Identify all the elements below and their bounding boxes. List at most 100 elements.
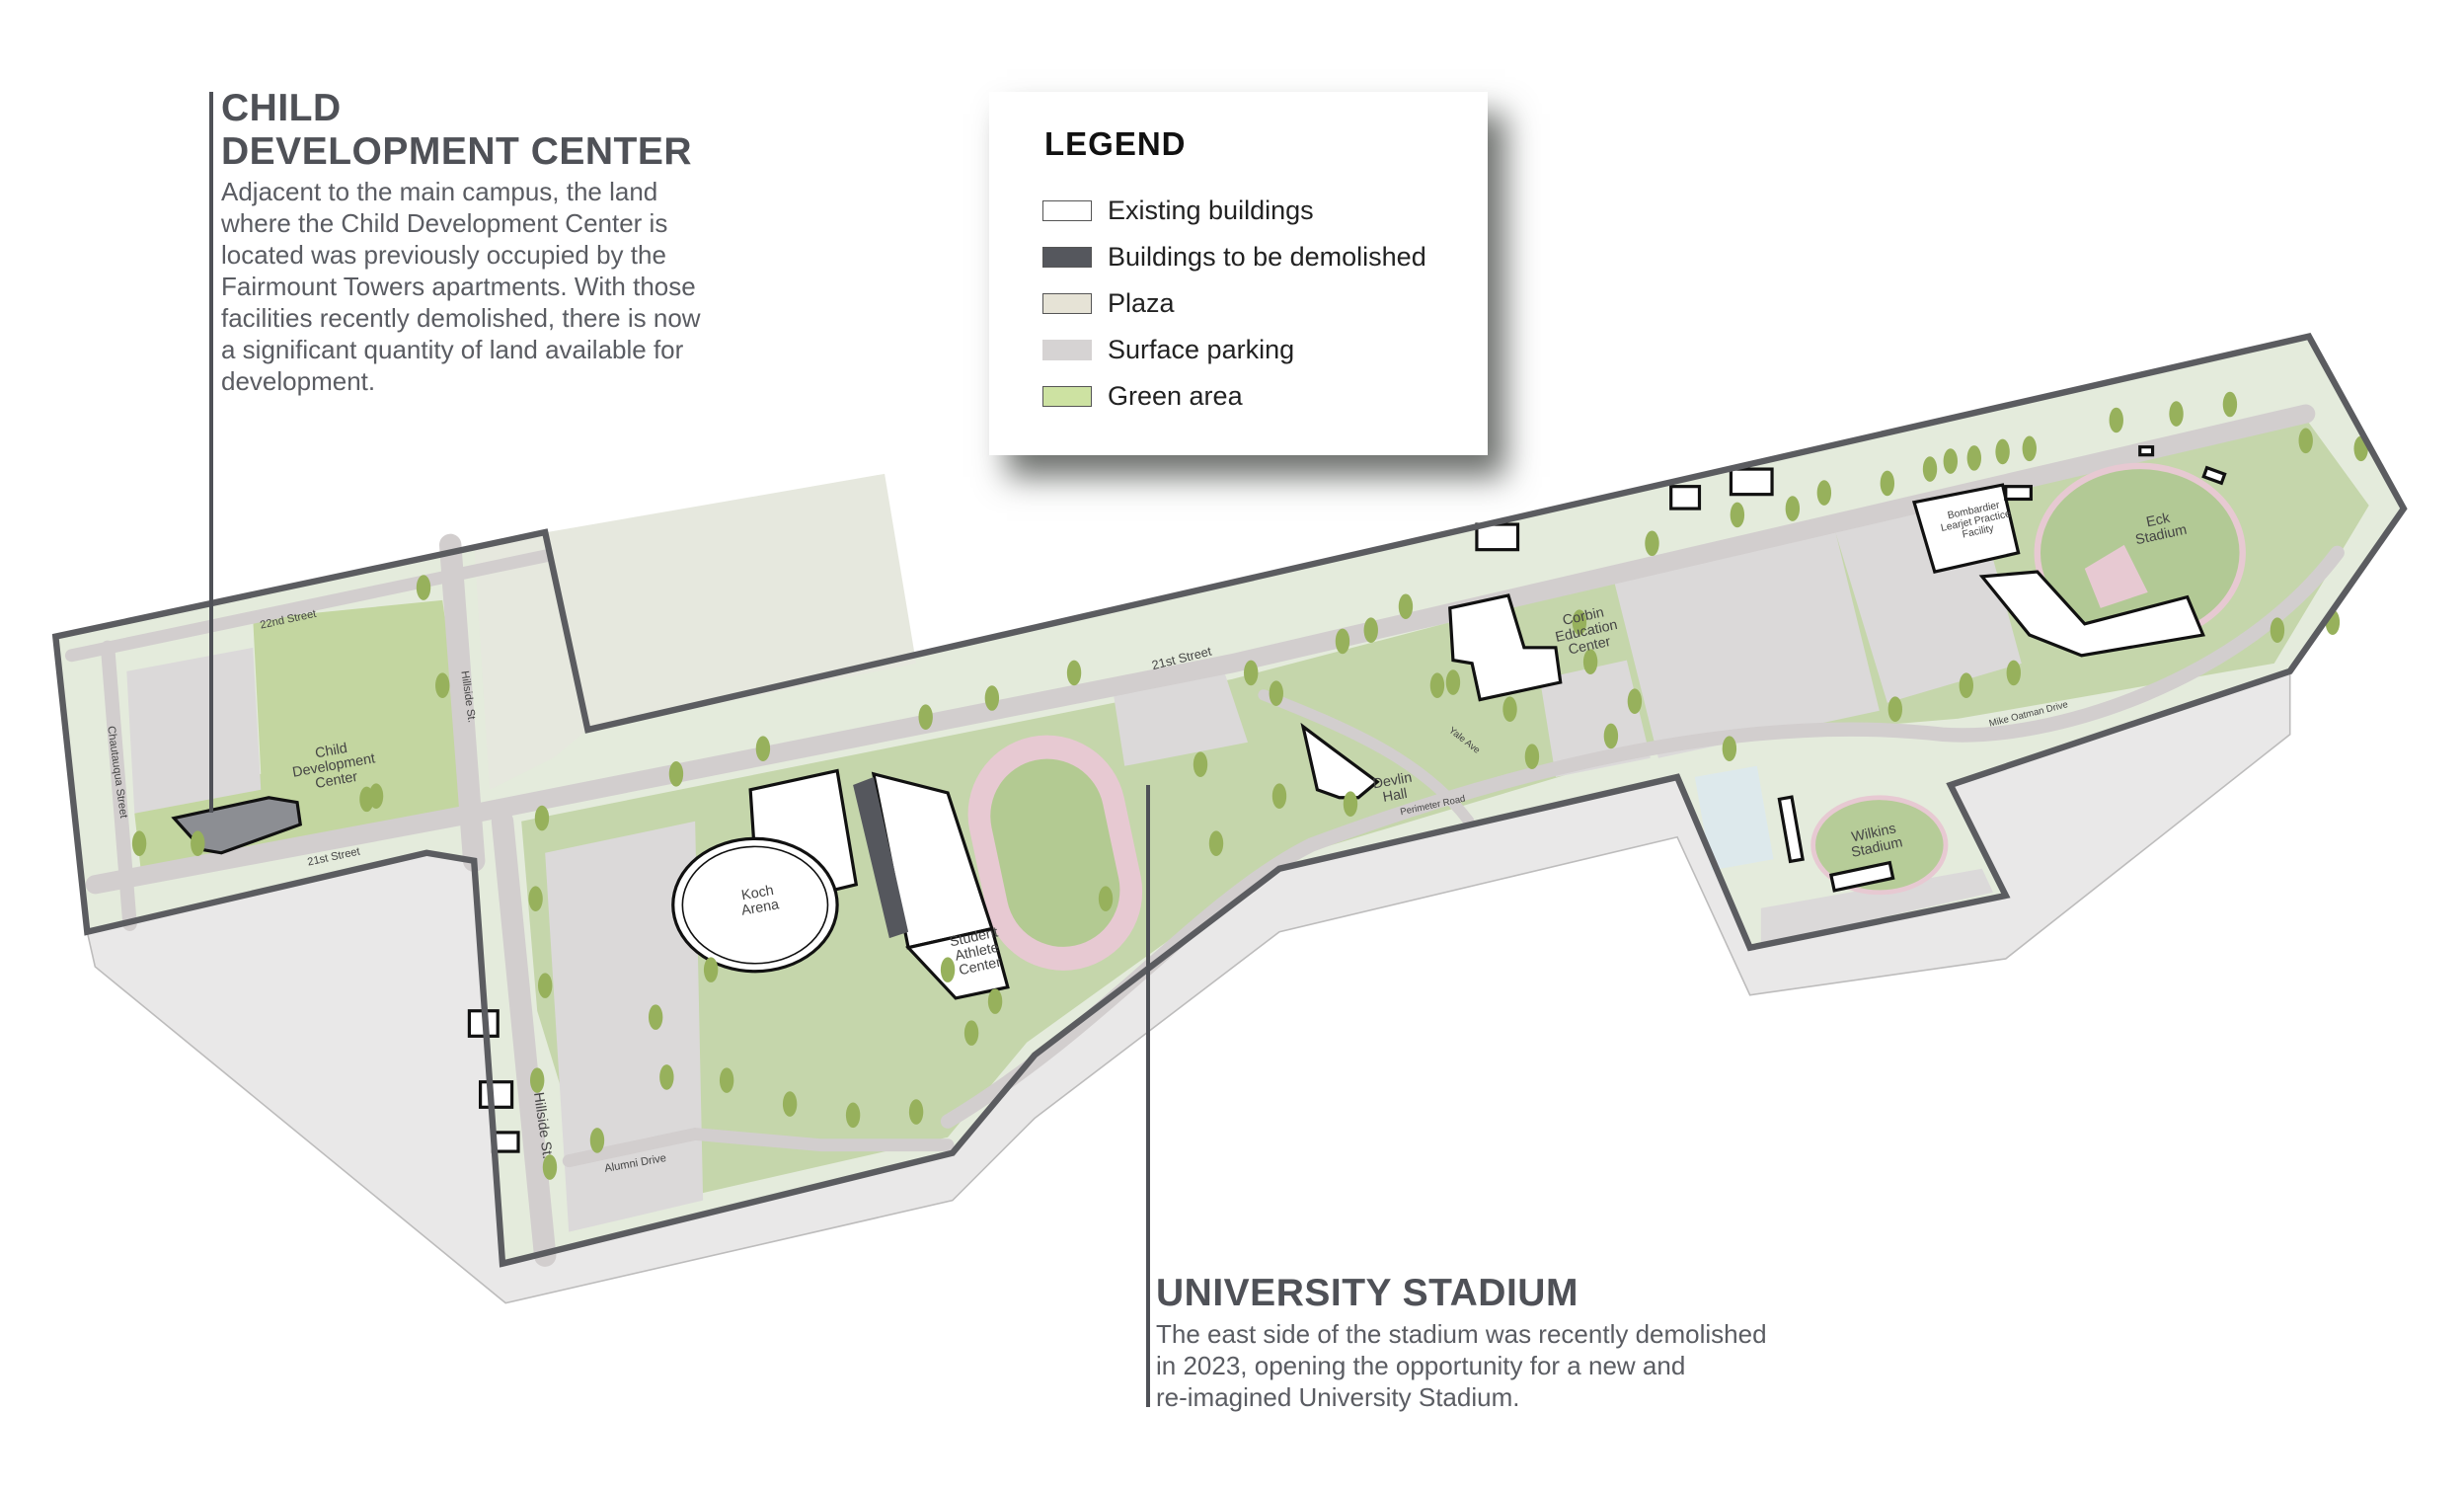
tree-icon (1398, 593, 1414, 620)
callout-body-line: where the Child Development Center is (221, 208, 668, 238)
tree-icon (918, 704, 933, 731)
legend-item: Plaza (1042, 283, 1175, 323)
legend-swatch (1042, 385, 1092, 407)
tree-icon (1887, 696, 1903, 723)
tree-icon (1730, 502, 1745, 528)
tree-icon (2222, 391, 2238, 418)
tree-icon (659, 1064, 674, 1090)
tree-icon (1363, 617, 1378, 644)
tree-icon (1271, 783, 1287, 809)
tree-icon (1243, 660, 1259, 686)
building-koch-arena (671, 836, 839, 974)
tree-icon (2022, 435, 2037, 462)
tree-icon (668, 760, 684, 787)
tree-icon (589, 1128, 605, 1153)
label-devlin-hall: DevlinHall (1371, 770, 1416, 808)
tree-icon (1785, 496, 1801, 521)
tree-icon (1922, 456, 1938, 482)
tree-icon (984, 685, 1000, 711)
tree-icon (1335, 628, 1350, 655)
tree-icon (1524, 744, 1540, 769)
legend-label: Plaza (1108, 287, 1175, 318)
tree-icon (131, 830, 147, 856)
tree-icon (1880, 470, 1895, 497)
tree-icon (1582, 649, 1598, 675)
tree-icon (1943, 448, 1959, 474)
building-corbin (1448, 593, 1563, 702)
tree-icon (908, 1099, 924, 1125)
tree-icon (940, 957, 956, 982)
legend-item: Existing buildings (1042, 191, 1314, 230)
label-line: Eck (2145, 510, 2173, 531)
label-line: Hall (1382, 786, 1409, 806)
tree-icon (845, 1102, 861, 1129)
tree-icon (1429, 672, 1445, 699)
legend-label: Buildings to be demolished (1108, 241, 1426, 272)
legend-label: Existing buildings (1108, 195, 1314, 225)
callout-title-child-development: CHILD DEVELOPMENT CENTER (221, 87, 692, 174)
callout-body-line: development. (221, 366, 376, 396)
callout-title-line: CHILD (221, 87, 342, 129)
legend-title: LEGEND (1044, 125, 1187, 162)
tree-icon (1959, 672, 1974, 699)
building-eck-grandstand (1978, 570, 2205, 658)
tree-icon (1966, 445, 1981, 471)
label-line: Devlin (1371, 770, 1413, 793)
tree-icon (963, 1020, 979, 1046)
label-line: Arena (740, 897, 781, 918)
tree-icon (2169, 401, 2184, 427)
tree-icon (703, 957, 719, 982)
tree-icon (1066, 660, 1082, 686)
label-line: Center (314, 769, 358, 792)
callout-body-line: Fairmount Towers apartments. With those (221, 272, 696, 301)
callout-body-university-stadium: The east side of the stadium was recentl… (1156, 1318, 1767, 1413)
legend-swatch (1042, 246, 1092, 268)
tree-icon (542, 1154, 558, 1180)
legend-item: Green area (1042, 376, 1243, 416)
tree-icon (528, 886, 543, 911)
tree-icon (534, 805, 550, 831)
callout-body-line: a significant quantity of land available… (221, 335, 684, 364)
legend-item: Surface parking (1042, 330, 1294, 369)
callout-body-line: facilities recently demolished, there is… (221, 303, 701, 333)
callout-title-university-stadium: UNIVERSITY STADIUM (1156, 1272, 1578, 1314)
tree-icon (191, 830, 205, 856)
tree-icon (416, 575, 431, 600)
tree-icon (2270, 617, 2285, 644)
tennis-courts (1694, 765, 1774, 871)
tree-icon (1269, 680, 1283, 707)
trees (131, 391, 2368, 1180)
tree-icon (2109, 407, 2123, 433)
tree-icon (987, 988, 1003, 1014)
tree-icon (1722, 736, 1737, 761)
tree-icon (1098, 886, 1114, 911)
tree-icon (755, 736, 771, 761)
callout-body-line: re-imagined University Stadium. (1156, 1382, 1520, 1412)
tree-icon (2006, 660, 2021, 686)
wilkins-stadium-field (1810, 795, 1949, 896)
tree-icon (1343, 791, 1358, 817)
tree-icon (1572, 609, 1587, 636)
callout-title-line: DEVELOPMENT CENTER (221, 130, 693, 173)
callout-line-university-stadium (1146, 785, 1150, 1407)
tree-icon (648, 1004, 663, 1030)
label-koch-arena: KochArena (737, 882, 780, 918)
tree-icon (782, 1091, 798, 1117)
tree-icon (1995, 438, 2010, 465)
building-devlin-hall (1300, 722, 1380, 800)
track-university-stadium (967, 735, 1143, 971)
callout-line-child-development (209, 92, 213, 813)
legend-label: Surface parking (1108, 334, 1295, 364)
legend-swatch (1042, 199, 1092, 221)
label-line: Child (314, 741, 348, 761)
tree-icon (1193, 751, 1208, 777)
legend-label: Green area (1108, 380, 1243, 411)
tree-icon (435, 672, 450, 699)
callout-body-line: located was previously occupied by the (221, 240, 666, 270)
callout-body-line: in 2023, opening the opportunity for a n… (1156, 1351, 1686, 1380)
building-stadium-east-side (853, 776, 909, 939)
tree-icon (1208, 830, 1224, 856)
tree-icon (1502, 696, 1517, 723)
